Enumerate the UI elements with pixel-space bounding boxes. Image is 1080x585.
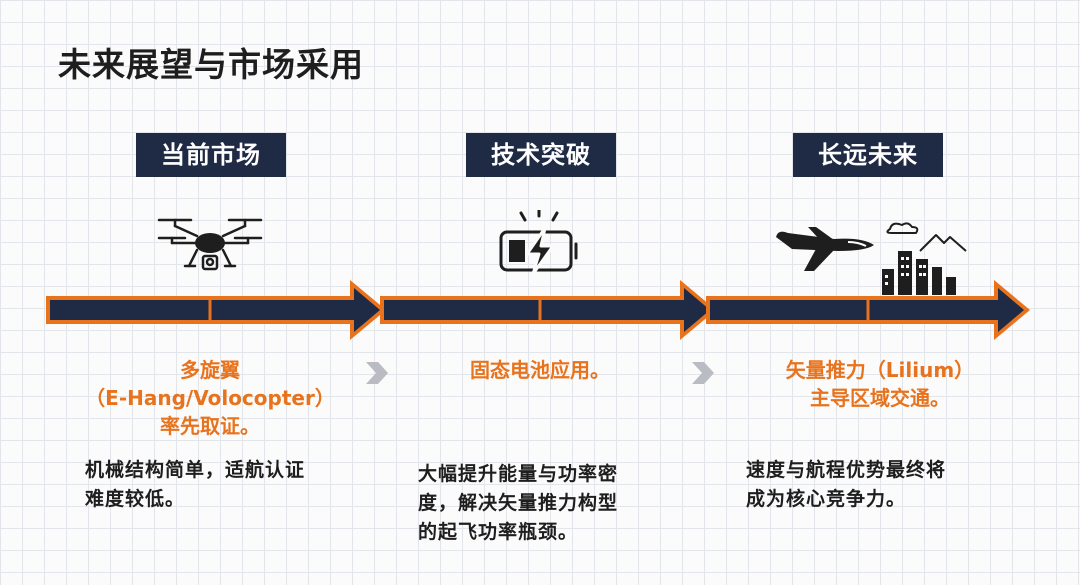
stage-2-desc-line-1: 大幅提升能量与功率密 (418, 463, 619, 485)
stage-heading-current-market: 当前市场 (136, 133, 286, 177)
stage-3-title: 矢量推力（Lilium） 主导区域交通。 (730, 356, 1030, 412)
stage-2-description: 大幅提升能量与功率密 度，解决矢量推力构型 的起飞功率瓶颈。 (418, 460, 688, 547)
stage-3-desc-line-2: 成为核心竞争力。 (746, 488, 907, 510)
stage-1-desc-line-2: 难度较低。 (85, 488, 186, 510)
stage-3-title-line-1: 矢量推力（Lilium） (785, 358, 975, 382)
stage-1-title-line-1: 多旋翼 (180, 358, 240, 382)
page-title: 未来展望与市场采用 (58, 45, 364, 84)
stage-1-title-line-2: （E-Hang/Volocopter） (85, 386, 335, 410)
stage-3-desc-line-1: 速度与航程优势最终将 (746, 459, 947, 481)
drone-icon (155, 210, 265, 280)
stage-2-title: 固态电池应用。 (400, 356, 680, 384)
battery-charging-icon (495, 208, 585, 280)
stage-1-desc-line-1: 机械结构简单，适航认证 (85, 459, 306, 481)
stage-3-description: 速度与航程优势最终将 成为核心竞争力。 (746, 456, 1026, 514)
stage-heading-long-term-future: 长远未来 (793, 133, 943, 177)
stage-1-description: 机械结构简单，适航认证 难度较低。 (85, 456, 375, 514)
stage-2-desc-line-3: 的起飞功率瓶颈。 (418, 521, 579, 543)
chevron-right-icon (692, 362, 714, 384)
stage-2-desc-line-2: 度，解决矢量推力构型 (418, 492, 619, 514)
stage-2-title-line-1: 固态电池应用。 (470, 358, 610, 382)
timeline-arrow-2 (380, 280, 716, 340)
stage-1-title: 多旋翼 （E-Hang/Volocopter） 率先取证。 (60, 356, 360, 440)
stage-1-title-line-3: 率先取证。 (160, 414, 260, 438)
timeline-arrows (46, 280, 1030, 340)
jet-and-city-icon (770, 215, 970, 295)
timeline-arrow-1 (46, 280, 386, 340)
chevron-right-icon (366, 362, 388, 384)
stage-3-title-line-2: 主导区域交通。 (810, 386, 950, 410)
stage-heading-tech-breakthrough: 技术突破 (466, 133, 616, 177)
